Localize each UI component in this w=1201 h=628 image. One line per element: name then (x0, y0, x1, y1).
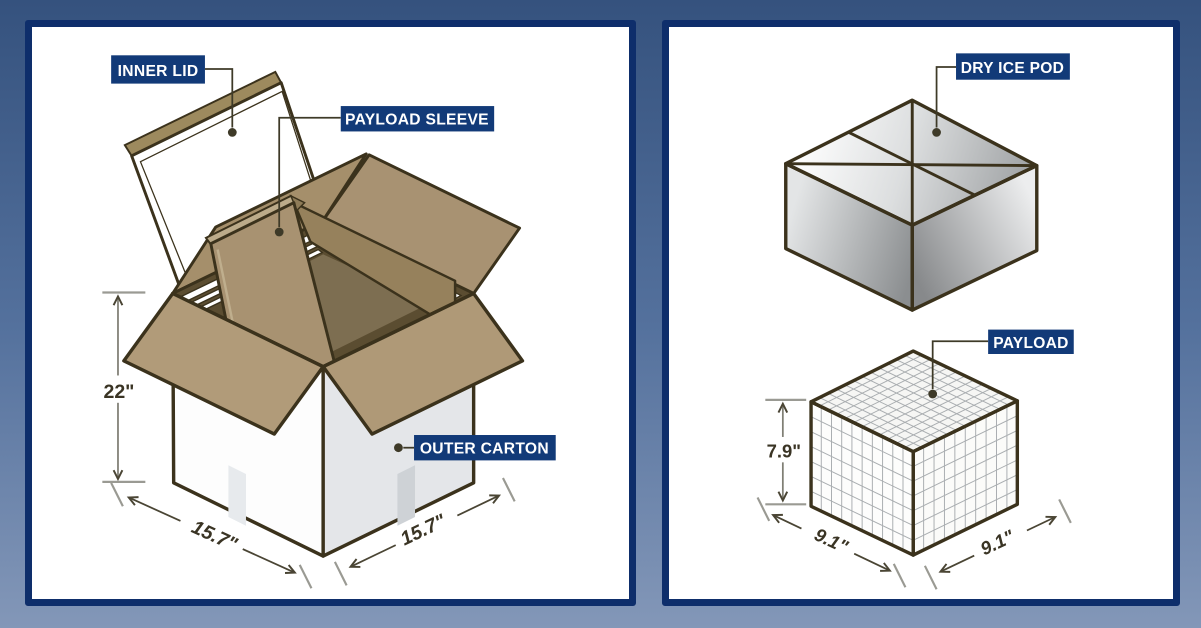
label-payload-sleeve-text: PAYLOAD SLEEVE (345, 112, 489, 129)
label-dry-ice-pod-text: DRY ICE POD (961, 60, 1064, 77)
dry-ice-pod-illustration (784, 98, 1039, 312)
carton-front-right-flap (321, 291, 525, 436)
dimension-pod-height: 7.9" (761, 398, 807, 506)
outer-carton-diagram: 22" 15.7" 15.7" (99, 55, 556, 589)
dimension-height-value: 22" (103, 381, 134, 403)
label-outer-carton-text: OUTER CARTON (420, 441, 549, 458)
payload-grid-right (913, 405, 1018, 550)
carton-front-left-flap (122, 291, 325, 436)
label-outer-carton: OUTER CARTON (394, 435, 556, 461)
leader-dot (274, 227, 284, 237)
label-dry-ice-pod: DRY ICE POD (932, 53, 1070, 137)
label-payload-sleeve: PAYLOAD SLEEVE (274, 106, 495, 237)
leader-dot (932, 128, 941, 137)
right-panel-pod-payload: DRY ICE POD 7 (662, 20, 1180, 606)
payload-grid-top (819, 354, 1009, 448)
payload-cube-illustration (809, 349, 1020, 557)
payload-grid-left (810, 406, 914, 551)
leader-dot (394, 443, 403, 453)
label-inner-lid-text: INNER LID (118, 63, 199, 80)
leader-dot (227, 128, 237, 137)
label-payload: PAYLOAD (928, 329, 1074, 399)
label-inner-lid: INNER LID (111, 55, 237, 137)
leader-dot (928, 389, 938, 399)
dimension-pod-height-value: 7.9" (767, 440, 801, 461)
dimension-height-22: 22" (99, 291, 146, 483)
left-panel-outer-carton: 22" 15.7" 15.7" (25, 20, 636, 606)
tape-strip (397, 465, 416, 526)
label-payload-text: PAYLOAD (993, 335, 1069, 352)
tape-strip (228, 465, 246, 526)
pod-payload-diagram: DRY ICE POD 7 (756, 53, 1074, 590)
